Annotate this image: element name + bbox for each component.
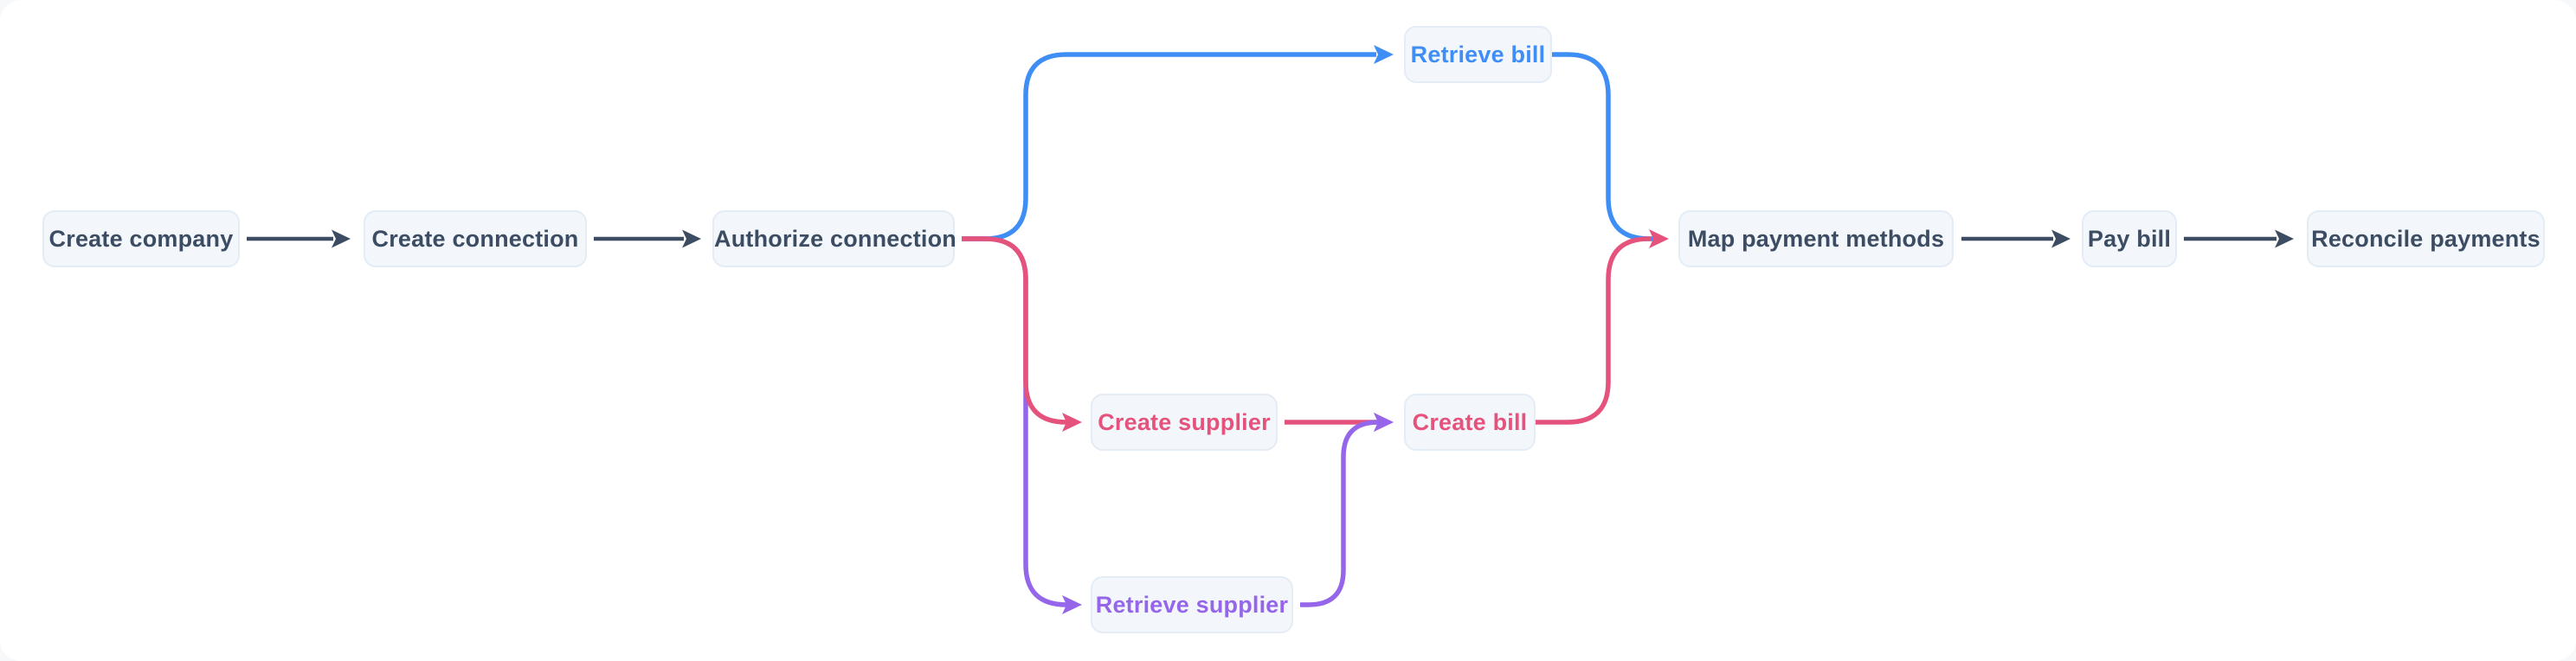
arrowhead-icon (1062, 413, 1082, 432)
edge-retrieve-supplier-to-create-bill (1300, 420, 1379, 607)
node-pay-bill[interactable]: Pay bill (2082, 210, 2177, 267)
node-create-company[interactable]: Create company (42, 210, 240, 267)
node-create-connection[interactable]: Create connection (364, 210, 587, 267)
arrowhead-icon (1374, 413, 1394, 432)
arrowhead-icon (1649, 229, 1669, 248)
arrowhead-icon (1374, 45, 1394, 64)
node-map-payment-methods[interactable]: Map payment methods (1678, 210, 1954, 267)
edge-authorize-connection-to-create-supplier (962, 236, 1067, 425)
node-create-bill[interactable]: Create bill (1404, 394, 1536, 451)
arrowhead-icon (682, 229, 701, 248)
arrowhead-icon (2275, 229, 2294, 248)
arrowhead-icon (1062, 595, 1082, 614)
node-authorize-connection[interactable]: Authorize connection (712, 210, 956, 267)
edge-create-bill-to-map-payment-methods (1536, 236, 1652, 425)
node-retrieve-supplier[interactable]: Retrieve supplier (1091, 576, 1293, 633)
edge-retrieve-bill-to-map-payment-methods (1552, 52, 1653, 241)
node-retrieve-bill[interactable]: Retrieve bill (1404, 26, 1552, 83)
edge-authorize-connection-to-retrieve-bill (962, 52, 1376, 241)
node-reconcile-payments[interactable]: Reconcile payments (2307, 210, 2545, 267)
arrowhead-icon (2051, 229, 2070, 248)
node-create-supplier[interactable]: Create supplier (1091, 394, 1278, 451)
arrowhead-icon (332, 229, 351, 248)
